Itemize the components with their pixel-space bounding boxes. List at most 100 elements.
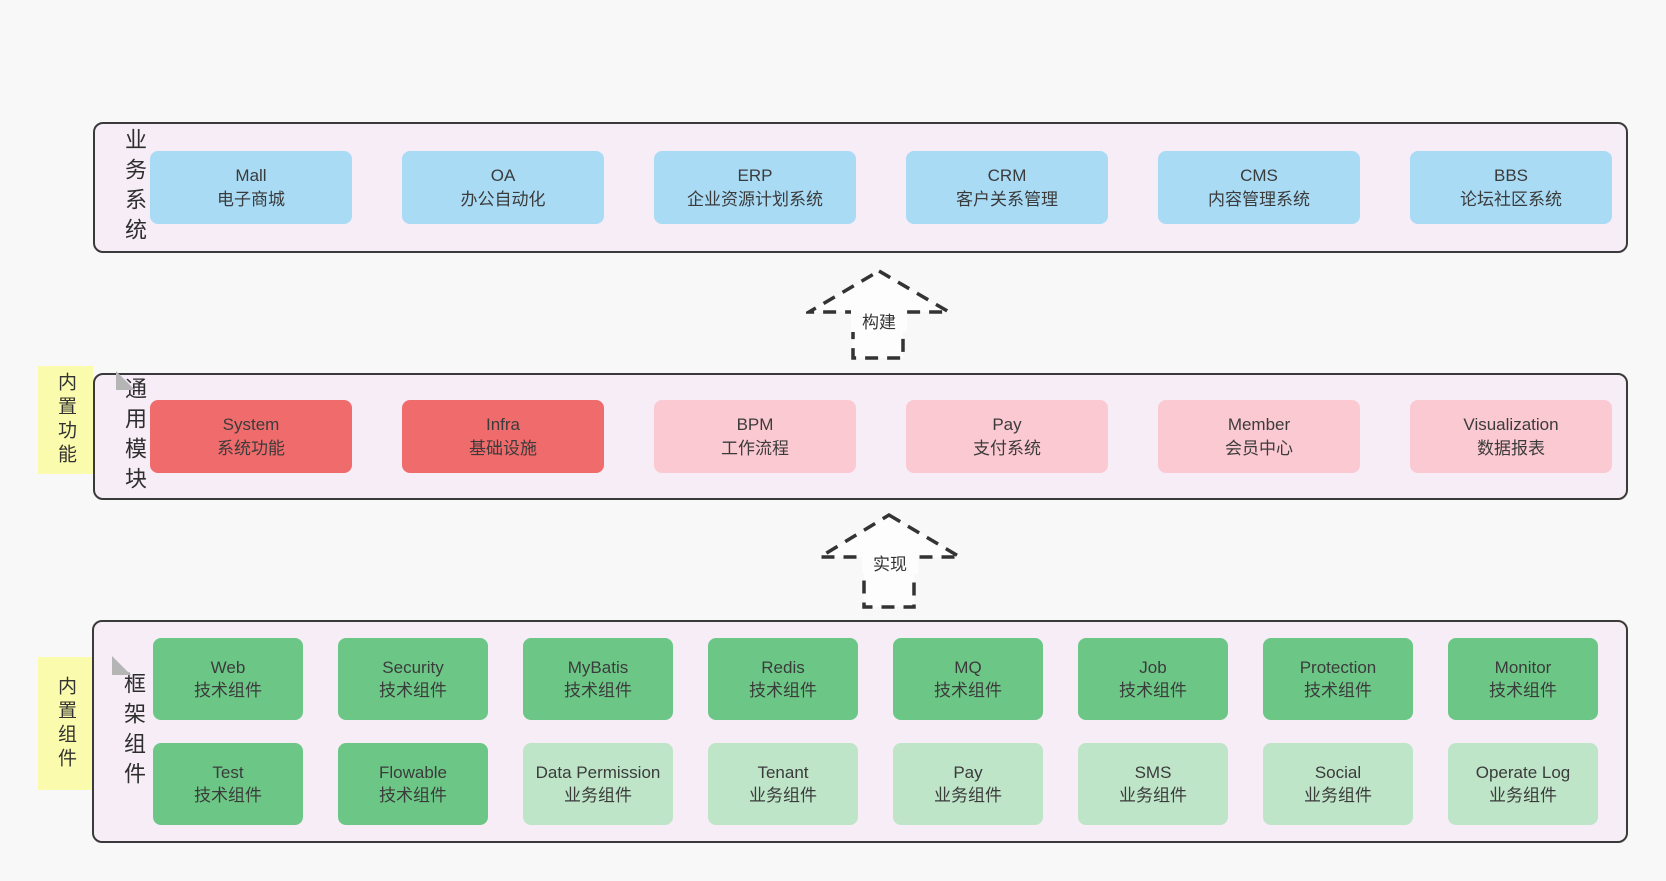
components-row-2: Test 技术组件 Flowable 技术组件 Data Permission … xyxy=(153,743,1598,825)
box-oa: OA 办公自动化 xyxy=(402,151,604,224)
box-subtitle: 业务组件 xyxy=(1119,786,1187,805)
box-subtitle: 业务组件 xyxy=(564,786,632,805)
box-operate-log: Operate Log 业务组件 xyxy=(1448,743,1598,825)
box-job: Job 技术组件 xyxy=(1078,638,1228,720)
box-name: Social xyxy=(1314,763,1362,782)
box-name: Redis xyxy=(761,658,805,677)
modules-box-row: System 系统功能 Infra 基础设施 BPM 工作流程 Pay 支付系统… xyxy=(150,400,1612,473)
box-subtitle: 企业资源计划系统 xyxy=(687,189,823,209)
sticky-fold-icon xyxy=(116,371,135,390)
box-infra: Infra 基础设施 xyxy=(402,400,604,473)
box-bbs: BBS 论坛社区系统 xyxy=(1410,151,1612,224)
box-subtitle: 业务组件 xyxy=(934,786,1002,805)
box-name: Tenant xyxy=(757,763,809,782)
box-subtitle: 论坛社区系统 xyxy=(1460,189,1562,209)
box-subtitle: 基础设施 xyxy=(469,438,537,458)
box-name: Test xyxy=(212,763,244,782)
box-crm: CRM 客户关系管理 xyxy=(906,151,1108,224)
box-erp: ERP 企业资源计划系统 xyxy=(654,151,856,224)
box-pay-system: Pay 支付系统 xyxy=(906,400,1108,473)
box-subtitle: 电子商城 xyxy=(217,189,285,209)
box-subtitle: 技术组件 xyxy=(379,786,447,805)
box-name: Job xyxy=(1139,658,1167,677)
box-subtitle: 办公自动化 xyxy=(460,189,546,209)
box-subtitle: 技术组件 xyxy=(564,681,632,700)
box-test: Test 技术组件 xyxy=(153,743,303,825)
box-name: Pay xyxy=(953,763,983,782)
box-tenant: Tenant 业务组件 xyxy=(708,743,858,825)
layer-label: 通用模块 xyxy=(122,376,147,497)
implement-arrow-label: 实现 xyxy=(862,550,918,574)
box-name: Mall xyxy=(235,165,267,185)
box-subtitle: 工作流程 xyxy=(721,438,789,458)
box-subtitle: 技术组件 xyxy=(749,681,817,700)
box-mybatis: MyBatis 技术组件 xyxy=(523,638,673,720)
sticky-note-label: 内置功能 xyxy=(55,372,76,468)
box-pay-component: Pay 业务组件 xyxy=(893,743,1043,825)
box-name: Infra xyxy=(485,414,521,434)
box-subtitle: 技术组件 xyxy=(934,681,1002,700)
box-bpm: BPM 工作流程 xyxy=(654,400,856,473)
box-name: OA xyxy=(490,165,516,185)
box-security: Security 技术组件 xyxy=(338,638,488,720)
sticky-note-built-in-functions: 内置功能 xyxy=(38,366,93,474)
box-subtitle: 技术组件 xyxy=(379,681,447,700)
components-grid: Web 技术组件 Security 技术组件 MyBatis 技术组件 Redi… xyxy=(153,638,1598,825)
box-subtitle: 技术组件 xyxy=(1119,681,1187,700)
box-subtitle: 系统功能 xyxy=(217,438,285,458)
box-social: Social 业务组件 xyxy=(1263,743,1413,825)
box-protection: Protection 技术组件 xyxy=(1263,638,1413,720)
box-subtitle: 数据报表 xyxy=(1477,438,1545,458)
sticky-note-label: 内置组件 xyxy=(55,675,76,772)
box-system: System 系统功能 xyxy=(150,400,352,473)
box-member: Member 会员中心 xyxy=(1158,400,1360,473)
layer-business-systems: 业务系统 Mall 电子商城 OA 办公自动化 ERP 企业资源计划系统 CRM… xyxy=(93,122,1628,253)
components-row-1: Web 技术组件 Security 技术组件 MyBatis 技术组件 Redi… xyxy=(153,638,1598,720)
box-name: Security xyxy=(382,658,444,677)
box-subtitle: 会员中心 xyxy=(1225,438,1293,458)
build-arrow-label: 构建 xyxy=(851,308,907,332)
box-mq: MQ 技术组件 xyxy=(893,638,1043,720)
box-name: System xyxy=(222,414,280,434)
sticky-note-built-in-components: 内置组件 xyxy=(38,657,93,790)
layer-common-modules: 通用模块 System 系统功能 Infra 基础设施 BPM 工作流程 Pay… xyxy=(93,373,1628,500)
box-name: BBS xyxy=(1493,165,1529,185)
business-box-row: Mall 电子商城 OA 办公自动化 ERP 企业资源计划系统 CRM 客户关系… xyxy=(150,151,1612,224)
box-name: Data Permission xyxy=(535,763,661,782)
box-flowable: Flowable 技术组件 xyxy=(338,743,488,825)
box-name: Member xyxy=(1227,414,1291,434)
sticky-fold-icon xyxy=(112,656,131,675)
box-subtitle: 业务组件 xyxy=(749,786,817,805)
box-name: ERP xyxy=(737,165,773,185)
box-cms: CMS 内容管理系统 xyxy=(1158,151,1360,224)
box-subtitle: 技术组件 xyxy=(194,786,262,805)
layer-framework-components: 框架组件 Web 技术组件 Security 技术组件 MyBatis 技术组件… xyxy=(92,620,1628,843)
box-redis: Redis 技术组件 xyxy=(708,638,858,720)
box-name: MyBatis xyxy=(567,658,629,677)
box-name: Flowable xyxy=(378,763,448,782)
box-subtitle: 客户关系管理 xyxy=(956,189,1058,209)
box-name: Operate Log xyxy=(1475,763,1571,782)
box-name: Web xyxy=(210,658,246,677)
box-subtitle: 支付系统 xyxy=(973,438,1041,458)
box-visualization: Visualization 数据报表 xyxy=(1410,400,1612,473)
box-web: Web 技术组件 xyxy=(153,638,303,720)
box-name: Pay xyxy=(992,414,1022,434)
box-subtitle: 技术组件 xyxy=(1489,681,1557,700)
box-name: CMS xyxy=(1240,165,1278,185)
box-name: Visualization xyxy=(1463,414,1559,434)
box-subtitle: 业务组件 xyxy=(1489,786,1557,805)
box-name: MQ xyxy=(954,658,982,677)
box-name: CRM xyxy=(987,165,1027,185)
box-name: BPM xyxy=(736,414,774,434)
box-name: SMS xyxy=(1134,763,1172,782)
box-mall: Mall 电子商城 xyxy=(150,151,352,224)
box-name: Protection xyxy=(1299,658,1377,677)
box-subtitle: 技术组件 xyxy=(194,681,262,700)
layer-label: 框架组件 xyxy=(121,671,146,792)
box-subtitle: 技术组件 xyxy=(1304,681,1372,700)
box-name: Monitor xyxy=(1494,658,1552,677)
box-monitor: Monitor 技术组件 xyxy=(1448,638,1598,720)
box-subtitle: 业务组件 xyxy=(1304,786,1372,805)
